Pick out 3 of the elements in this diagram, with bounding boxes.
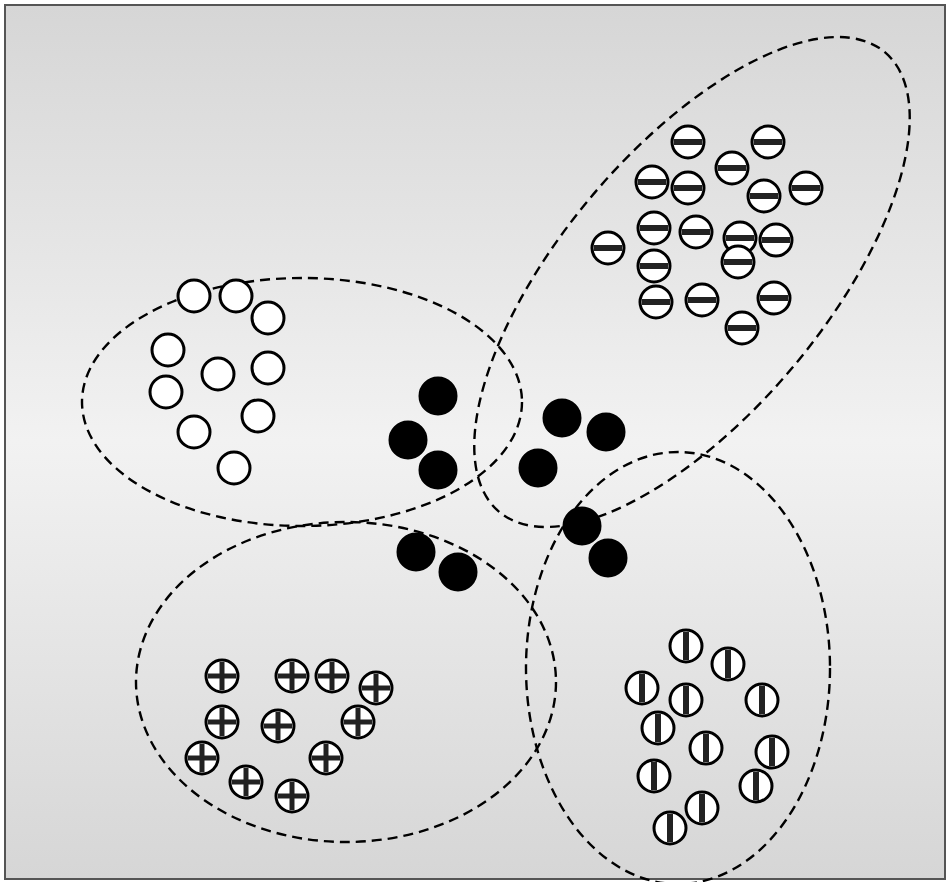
cluster-ellipse [473,36,911,528]
cluster-ellipse [80,276,524,528]
cluster-ellipse [134,520,558,844]
